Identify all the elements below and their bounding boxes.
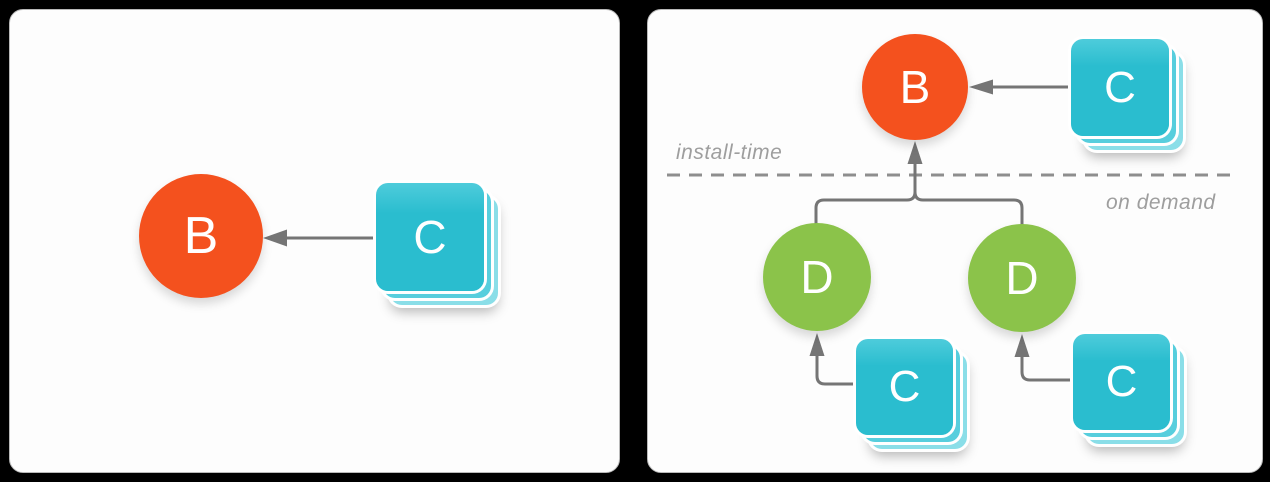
node-base-app-b-label: B [899,61,931,113]
node-d-right-label: D [1005,252,1039,304]
module-stack-c-right: C [1073,334,1184,444]
module-stack-c-top-front: C [1071,39,1169,136]
module-stack-c-top: C [1071,39,1183,150]
arrow-cleft-to-dleft-line [815,356,858,386]
arrow-c-to-b-head [263,229,287,247]
node-base-app-b-label: B [183,207,219,265]
module-stack-c-left-front: C [856,339,953,435]
label-install-time: install-time [676,141,783,164]
module-stack-c-left: C [856,339,967,449]
arrow-cright-to-dright-head [1014,334,1030,357]
panel-on-demand-delivery: install-time on demand B C D D C C [647,9,1263,473]
module-stack-c-right-label: C [1105,357,1138,406]
arrow-ctop-to-b-head [969,79,993,95]
module-stack-c-right-front: C [1073,334,1170,430]
module-stack-c-top-label: C [1104,62,1136,112]
node-dynamic-feature-d-left: D [763,223,871,331]
arrow-cleft-to-dleft-head [809,333,825,356]
arrow-branch-to-b-head [907,141,923,164]
node-dynamic-feature-d-right: D [968,224,1076,332]
branch-dleft-to-b [814,164,917,225]
connectors-layer-left [263,229,376,247]
node-base-app-b: B [862,34,968,140]
module-stack-c-label: C [413,211,447,263]
module-stack-c: C [376,183,498,305]
arrow-cright-to-dright-line [1020,357,1073,382]
label-on-demand: on demand [1106,191,1216,214]
node-base-app-b: B [139,174,263,298]
panel-install-time-delivery: B C [9,9,620,473]
node-d-left-label: D [800,251,834,303]
branch-dright-to-b [913,164,1024,225]
module-stack-c-front: C [376,183,484,291]
module-stack-c-left-label: C [888,362,921,411]
